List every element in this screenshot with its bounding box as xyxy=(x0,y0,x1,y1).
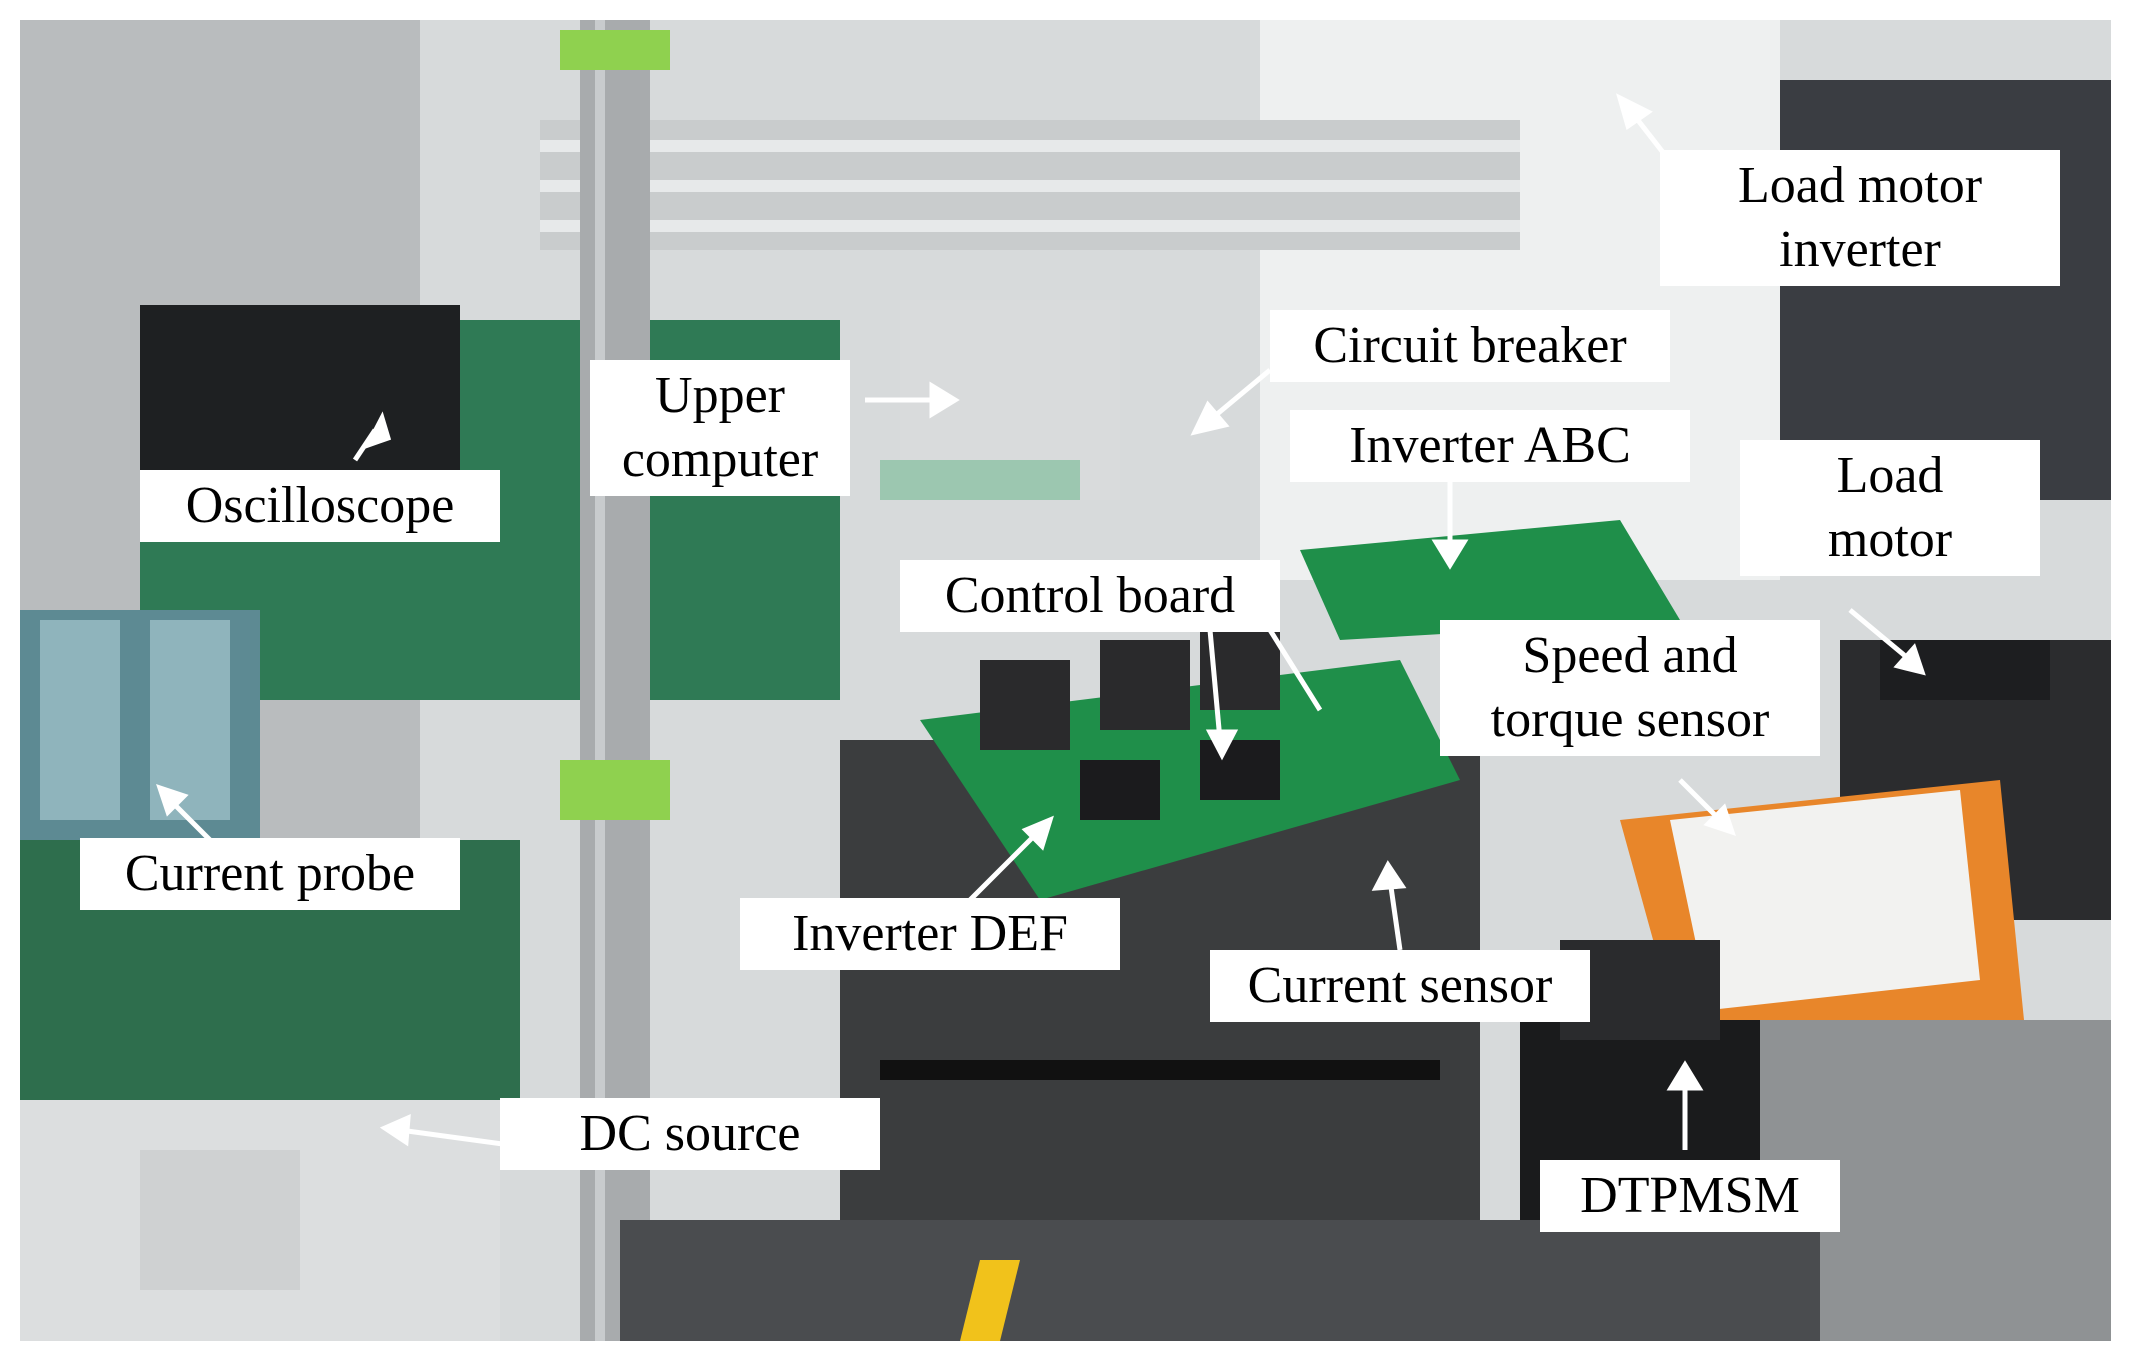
label-load-motor: Load motor xyxy=(1740,440,2040,576)
lab-photo: Load motor inverter Circuit breaker Uppe… xyxy=(20,20,2111,1341)
label-oscilloscope: Oscilloscope xyxy=(140,470,500,542)
label-upper-computer: Upper computer xyxy=(590,360,850,496)
oscilloscope-body xyxy=(140,305,460,475)
arrow-speed-torque xyxy=(1678,778,1722,822)
label-dc-source: DC source xyxy=(500,1098,880,1170)
label-current-sensor: Current sensor xyxy=(1210,950,1590,1022)
arrows xyxy=(156,93,1926,1150)
inverter-abc-board xyxy=(1300,520,1680,640)
arrow-control-board-2 xyxy=(1207,629,1223,741)
label-current-probe: Current probe xyxy=(80,838,460,910)
label-load-motor-inverter: Load motor inverter xyxy=(1660,150,2060,286)
arrow-dc-source xyxy=(399,1127,511,1148)
label-control-board: Control board xyxy=(900,560,1280,632)
arrow-circuit-breaker xyxy=(1208,368,1272,422)
label-circuit-breaker: Circuit breaker xyxy=(1270,310,1670,382)
label-inverter-def: Inverter DEF xyxy=(740,898,1120,970)
label-inverter-abc: Inverter ABC xyxy=(1290,410,1690,482)
arrow-load-motor xyxy=(1848,608,1912,662)
inverter-cabinet xyxy=(1260,20,1780,580)
label-dtpmsm: DTPMSM xyxy=(1540,1160,1840,1232)
arrow-current-sensor xyxy=(1387,879,1403,951)
arrow-inverter-def xyxy=(968,828,1042,902)
label-speed-torque-sensor: Speed and torque sensor xyxy=(1440,620,1820,756)
floor xyxy=(620,1220,1820,1341)
arrow-control-board xyxy=(1267,628,1323,712)
